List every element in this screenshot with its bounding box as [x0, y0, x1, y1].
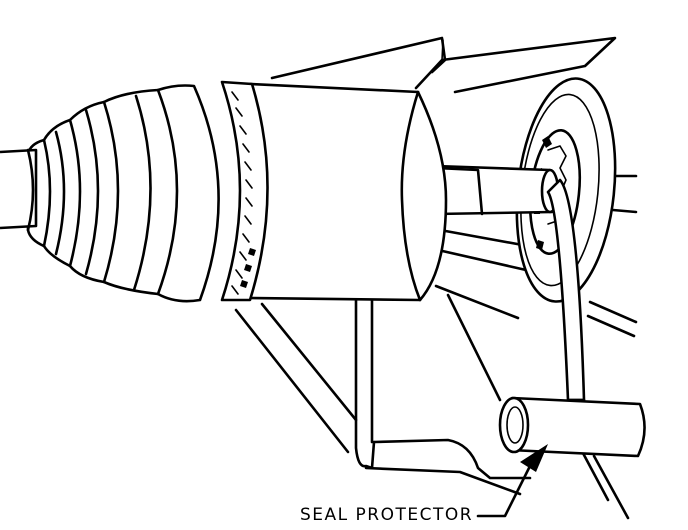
cv-boot-bellows [26, 84, 220, 303]
seal-protector-label: SEAL PROTECTOR [300, 505, 474, 525]
output-shaft [434, 164, 560, 216]
seal-protector-leader [476, 444, 548, 518]
joint-housing [246, 82, 448, 302]
seal-protector-tool [498, 178, 646, 458]
lower-support-bracket [234, 294, 532, 496]
boot-clamp-band [220, 80, 269, 302]
axle-shaft [0, 148, 38, 232]
housing-frame-lines [270, 36, 638, 520]
